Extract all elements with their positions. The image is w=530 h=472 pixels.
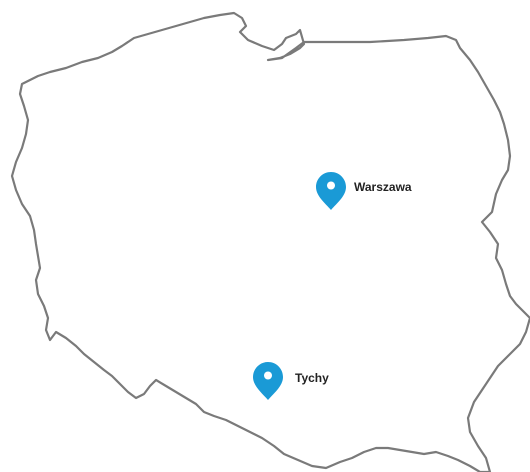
marker-label: Warszawa bbox=[354, 180, 412, 194]
map-pin-hole bbox=[264, 371, 272, 380]
map-pin-hole bbox=[327, 181, 335, 190]
map-pin-icon bbox=[316, 172, 346, 210]
marker-label: Tychy bbox=[295, 371, 329, 385]
map-pin-icon bbox=[253, 362, 283, 400]
marker-tychy[interactable]: Tychy bbox=[253, 362, 329, 400]
country-border bbox=[10, 11, 530, 472]
marker-warszawa[interactable]: Warszawa bbox=[316, 172, 412, 210]
